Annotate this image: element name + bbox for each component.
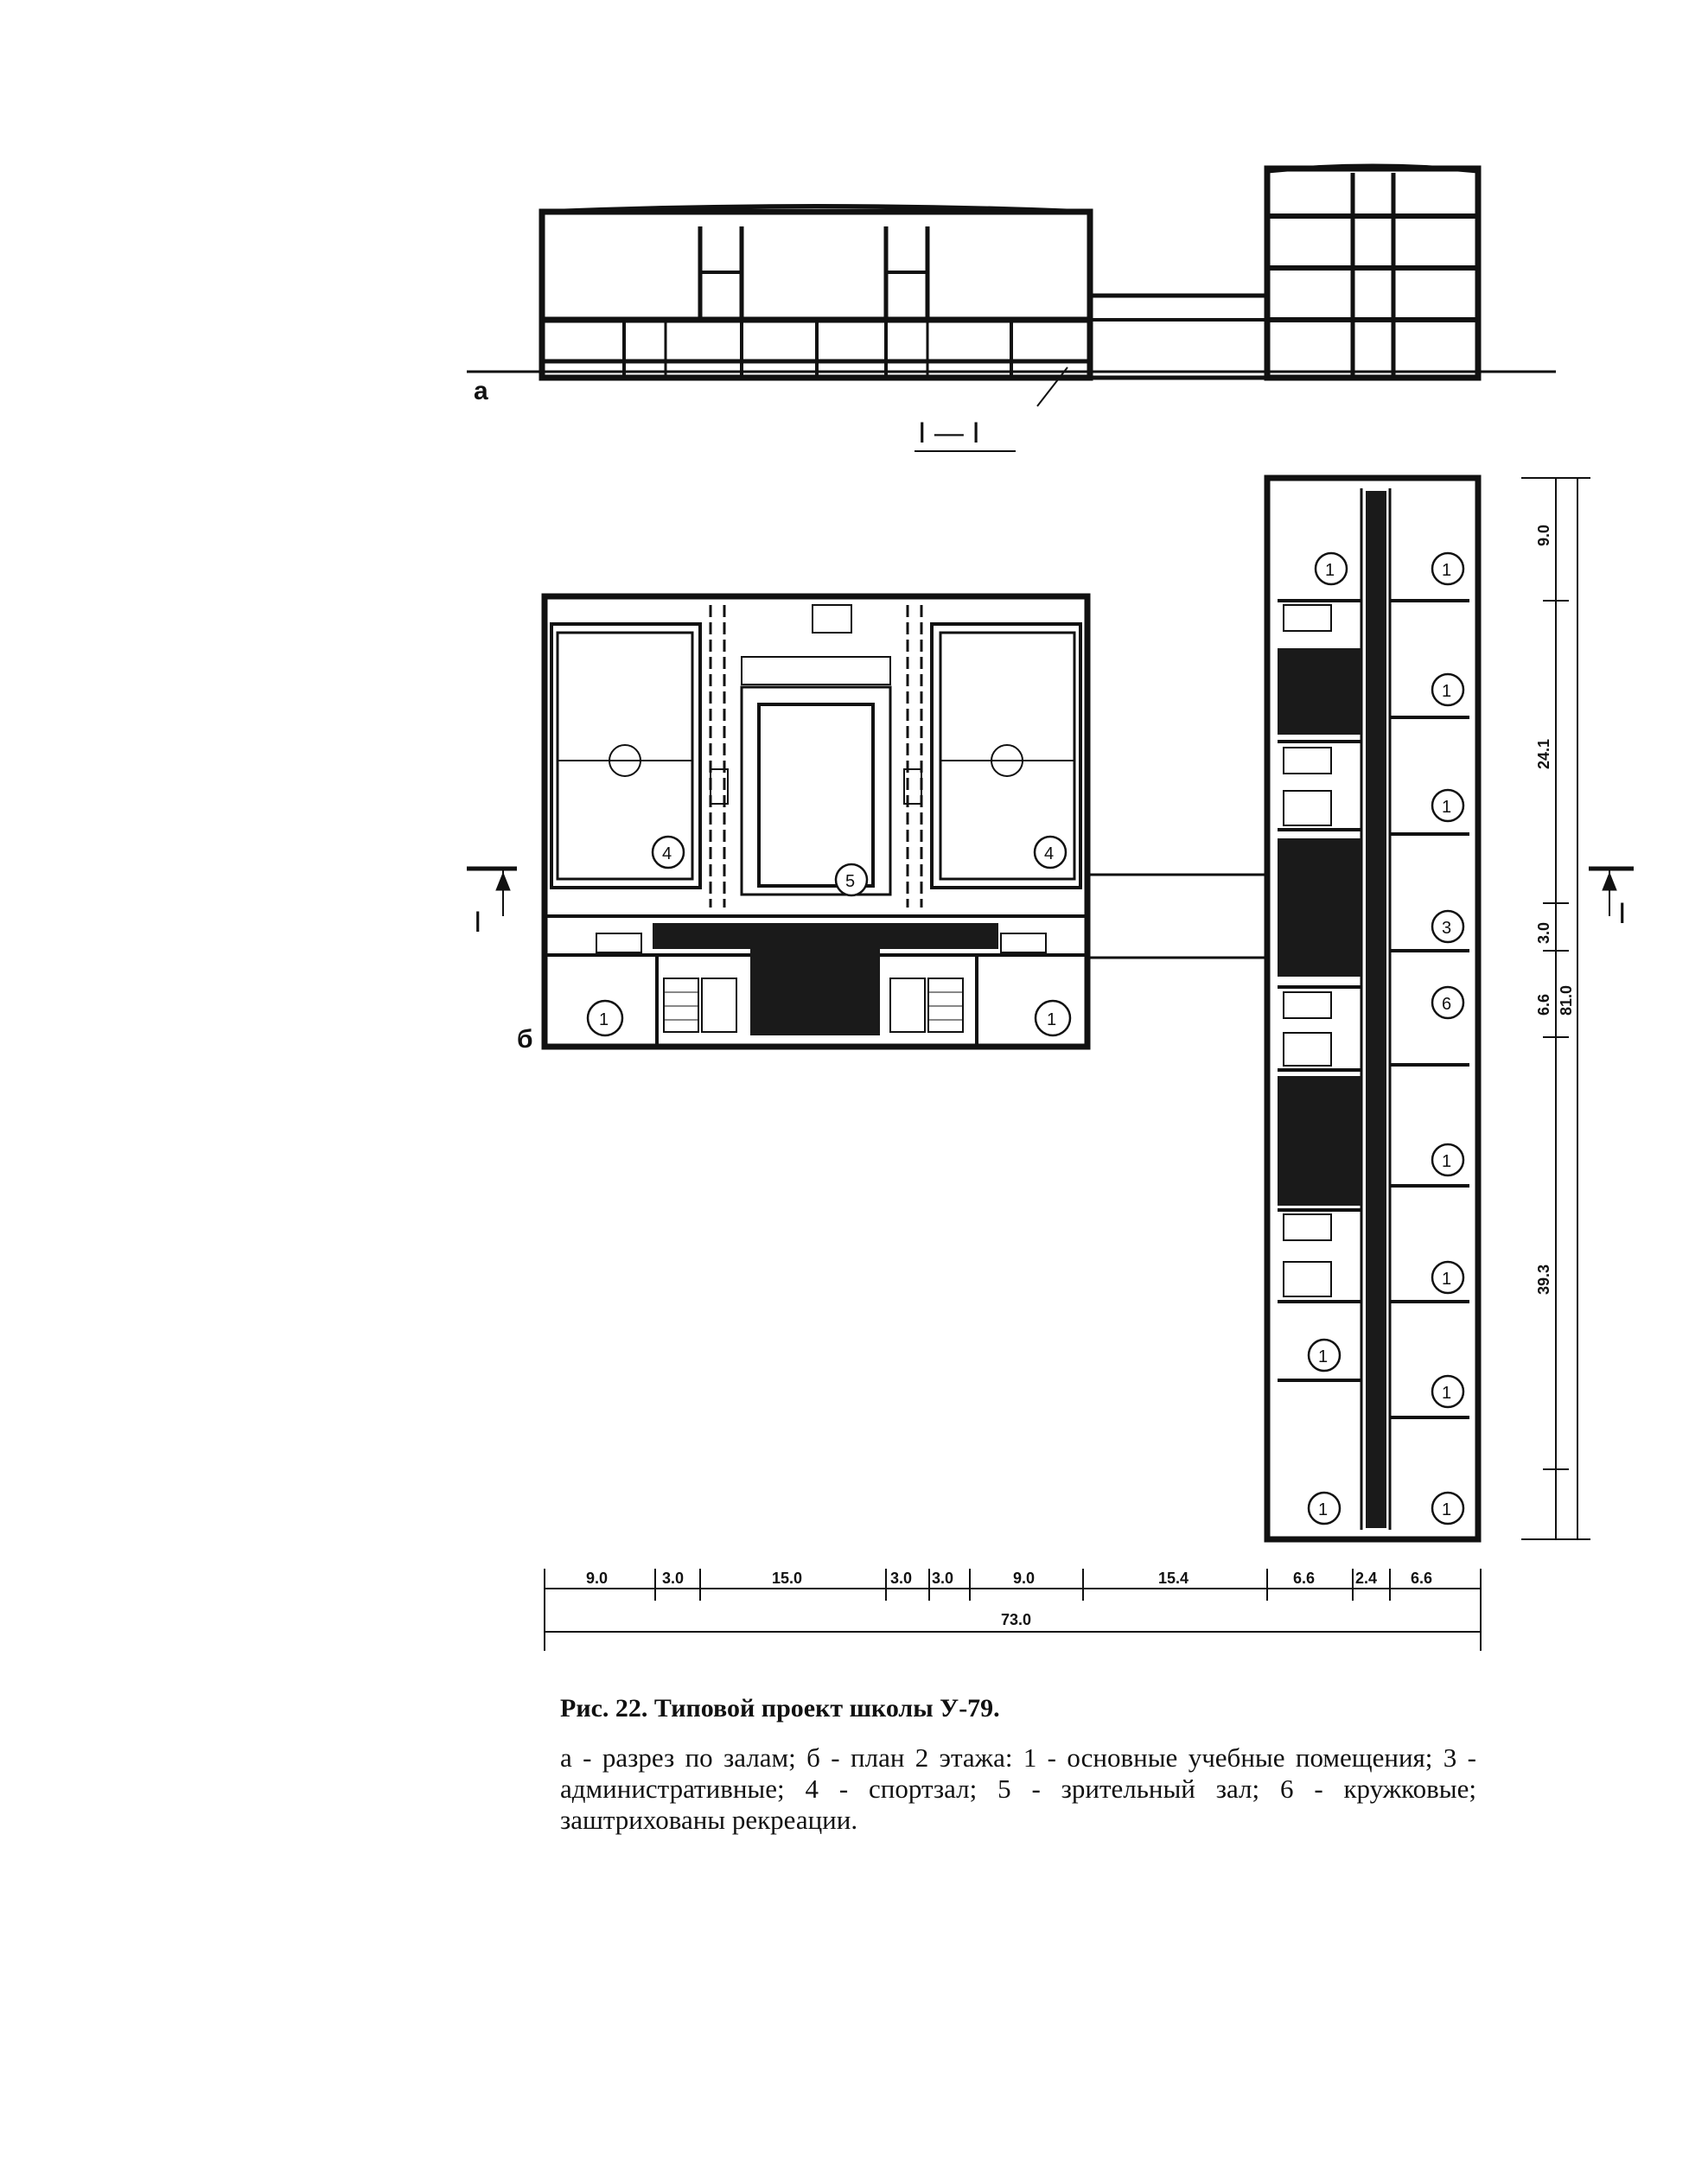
recreation-hatched-wing	[1278, 491, 1386, 1528]
svg-text:1: 1	[1442, 1500, 1451, 1519]
room-marker-4-right: 4	[1033, 835, 1068, 869]
section-letter: а	[474, 377, 488, 405]
dim-bottom-2: 3.0	[662, 1570, 684, 1587]
svg-text:4: 4	[1044, 844, 1054, 863]
room-marker-1-wing-r4: 1	[1431, 1143, 1465, 1177]
room-marker-3: 3	[1431, 909, 1465, 944]
cut-mark-right-label: I	[1618, 897, 1626, 930]
svg-text:1: 1	[1442, 1384, 1451, 1403]
room-marker-6: 6	[1431, 985, 1465, 1020]
section-mark: I — I	[918, 417, 980, 449]
dim-right-4: 6.6	[1535, 994, 1552, 1016]
svg-text:1: 1	[1442, 1152, 1451, 1171]
dim-right-1: 9.0	[1535, 525, 1552, 546]
cut-mark-right	[1589, 866, 1634, 916]
right-dimension-values: 9.0 24.1 3.0 6.6 39.3 81.0	[1535, 525, 1575, 1295]
svg-text:1: 1	[1442, 682, 1451, 701]
connecting-gallery	[1087, 873, 1267, 959]
room-marker-1-wing-r6: 1	[1431, 1374, 1465, 1409]
figure-caption: Рис. 22. Типовой проект школы У-79. а - …	[560, 1694, 1476, 1836]
room-marker-1-main-right: 1	[1034, 999, 1072, 1037]
room-marker-1-wing-r2: 1	[1431, 672, 1465, 707]
svg-text:1: 1	[1442, 798, 1451, 817]
caption-text: а - разрез по залам; б - план 2 этажа: 1…	[560, 1742, 1476, 1835]
main-block-plan	[541, 593, 1091, 1050]
bottom-dimension-lines	[544, 1569, 1482, 1651]
classroom-wing-plan	[1264, 474, 1482, 1543]
svg-text:1: 1	[599, 1010, 609, 1029]
room-marker-1-wing-l2: 1	[1307, 1338, 1342, 1372]
svg-text:4: 4	[662, 844, 672, 863]
svg-text:5: 5	[845, 872, 855, 891]
svg-text:6: 6	[1442, 995, 1451, 1014]
room-marker-4-left: 4	[651, 835, 685, 869]
dim-bottom-5: 3.0	[932, 1570, 953, 1587]
cut-mark-left-label: I	[474, 906, 481, 939]
dim-bottom-6: 9.0	[1013, 1570, 1035, 1587]
room-marker-5: 5	[834, 863, 869, 897]
svg-text:1: 1	[1442, 1270, 1451, 1289]
cut-mark-left	[467, 866, 517, 916]
dim-bottom-1: 9.0	[586, 1570, 608, 1587]
svg-text:1: 1	[1318, 1347, 1328, 1366]
bottom-dimension-values: 9.0 3.0 15.0 3.0 3.0 9.0 15.4 6.6 2.4 6.…	[586, 1570, 1432, 1628]
section-view	[467, 163, 1556, 407]
dim-right-total: 81.0	[1558, 985, 1575, 1016]
caption-title: Рис. 22. Типовой проект школы У-79.	[560, 1694, 1000, 1723]
recreation-hatched-main	[653, 923, 998, 1035]
dim-bottom-8: 6.6	[1293, 1570, 1315, 1587]
room-marker-1-main-left: 1	[586, 999, 624, 1037]
dim-bottom-9: 2.4	[1355, 1570, 1377, 1587]
svg-text:1: 1	[1318, 1500, 1328, 1519]
svg-text:1: 1	[1442, 561, 1451, 580]
svg-text:1: 1	[1325, 561, 1335, 580]
dim-right-3: 3.0	[1535, 922, 1552, 944]
dim-bottom-7: 15.4	[1158, 1570, 1189, 1587]
room-marker-1-wing-l3: 1	[1307, 1491, 1342, 1525]
room-marker-1-wing-l1: 1	[1314, 551, 1348, 586]
dim-bottom-3: 15.0	[772, 1570, 802, 1587]
right-dimension-lines	[1521, 477, 1590, 1540]
dim-right-2: 24.1	[1535, 739, 1552, 769]
dim-bottom-10: 6.6	[1411, 1570, 1432, 1587]
dim-bottom-4: 3.0	[890, 1570, 912, 1587]
room-marker-1-wing-r7: 1	[1431, 1491, 1465, 1525]
svg-text:1: 1	[1047, 1010, 1056, 1029]
room-marker-1-wing-r3: 1	[1431, 788, 1465, 823]
svg-text:3: 3	[1442, 919, 1451, 938]
room-marker-1-wing-r1: 1	[1431, 551, 1465, 586]
dim-right-5: 39.3	[1535, 1264, 1552, 1295]
room-markers: 4 4 5 1 1 1 1 1	[586, 551, 1465, 1525]
dim-bottom-total: 73.0	[1001, 1611, 1031, 1628]
room-marker-1-wing-r5: 1	[1431, 1260, 1465, 1295]
plan-letter: б	[517, 1025, 533, 1054]
